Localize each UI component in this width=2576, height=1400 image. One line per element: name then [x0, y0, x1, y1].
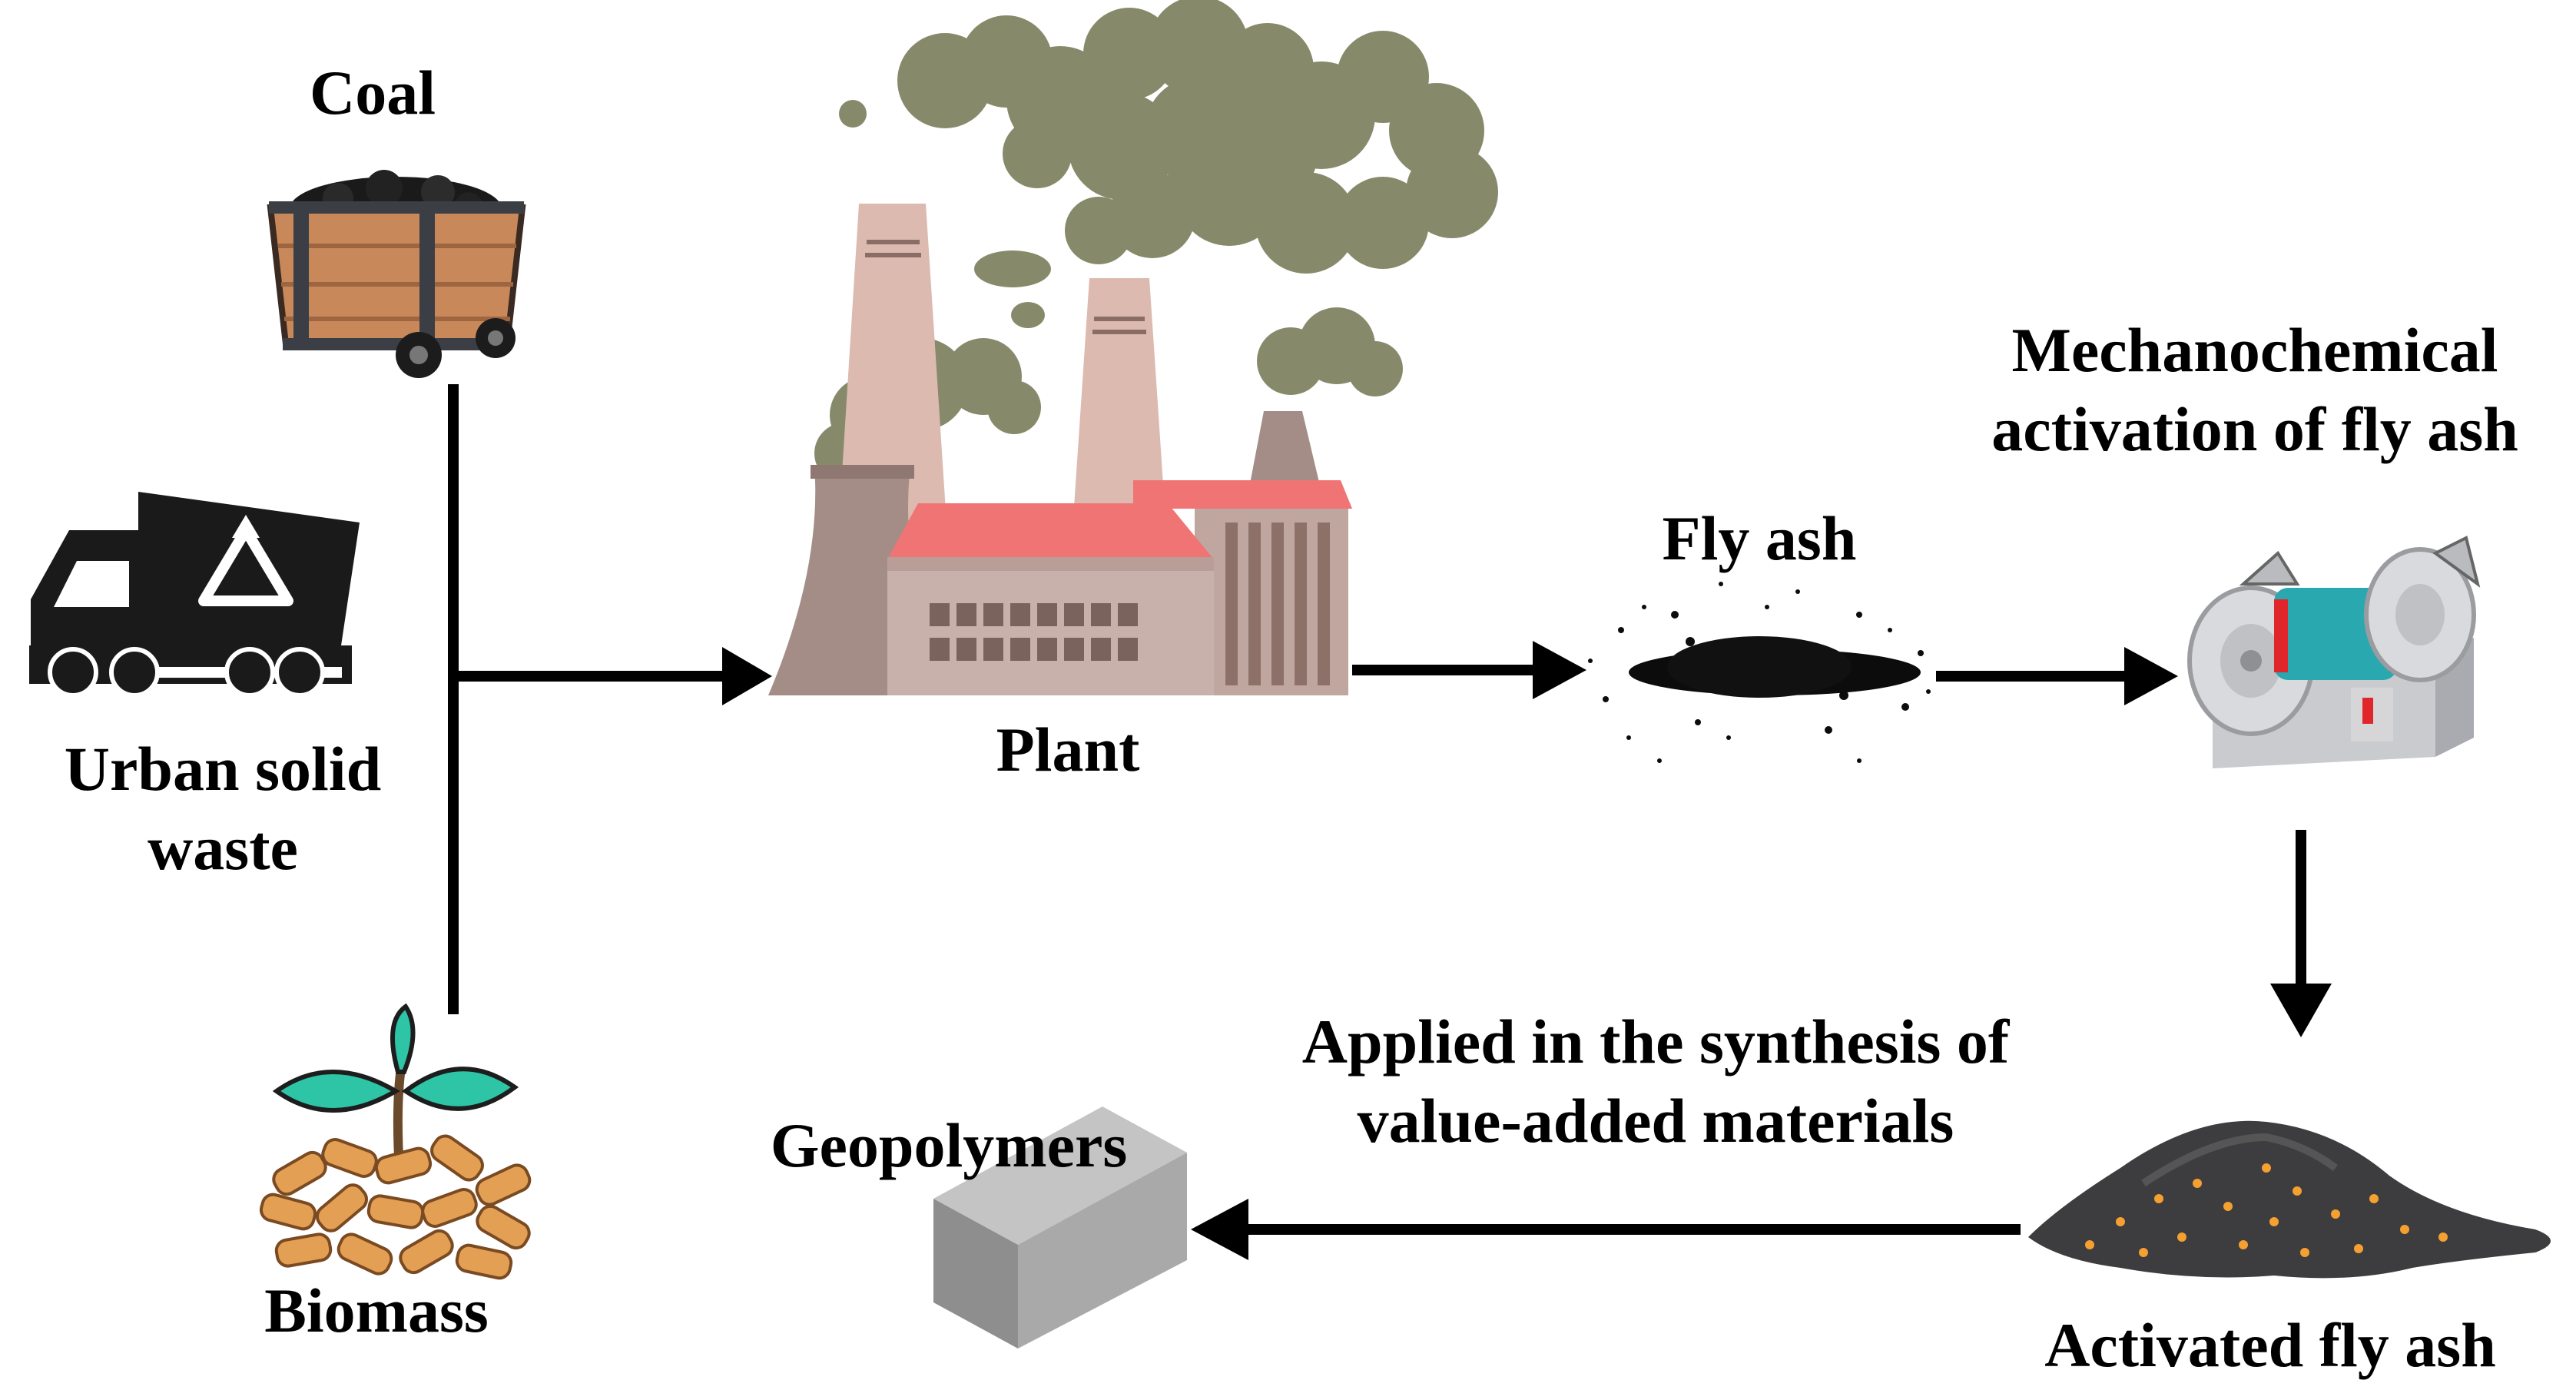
arrow-to-plant — [722, 647, 772, 705]
mechanochemical-label: Mechanochemical activation of fly ash — [1944, 311, 2566, 469]
applied-label-line-2: value-added materials — [1357, 1085, 1954, 1156]
arrow-to-fly-ash — [1533, 641, 1586, 699]
urban-solid-waste-label: Urban solid waste — [23, 730, 423, 887]
grinder-machine-icon — [2187, 536, 2481, 768]
input-connector — [448, 384, 738, 1014]
urban-label-line-1: Urban solid — [64, 734, 382, 804]
garbage-truck-icon — [29, 492, 360, 698]
applied-synthesis-label: Applied in the synthesis of value-added … — [1214, 1003, 2097, 1160]
arrow-to-activated — [2270, 984, 2332, 1037]
recycle-icon — [198, 525, 293, 606]
arrow-to-grinder — [2124, 647, 2178, 705]
urban-label-line-2: waste — [148, 812, 298, 883]
biomass-sprout-icon — [259, 1003, 532, 1280]
fly-ash-particles-icon — [1588, 582, 1931, 763]
mech-label-line-1: Mechanochemical — [2011, 315, 2498, 385]
coal-label: Coal — [310, 58, 436, 128]
arrow-to-geopolymers — [1191, 1199, 1248, 1260]
activated-fly-ash-label: Activated fly ash — [2044, 1310, 2496, 1380]
plant-label: Plant — [996, 715, 1140, 785]
process-arrows — [1233, 665, 2306, 1235]
coal-cart-icon — [267, 170, 526, 378]
activated-ash-pile-icon — [2028, 1120, 2551, 1279]
mech-label-line-2: activation of fly ash — [1991, 393, 2518, 464]
biomass-label: Biomass — [264, 1276, 489, 1345]
applied-label-line-1: Applied in the synthesis of — [1301, 1007, 2010, 1077]
geopolymer-block-icon — [933, 1106, 1187, 1349]
fly-ash-label: Fly ash — [1662, 503, 1857, 573]
geopolymers-label: Geopolymers — [770, 1110, 1128, 1180]
power-plant-icon — [768, 0, 1498, 695]
